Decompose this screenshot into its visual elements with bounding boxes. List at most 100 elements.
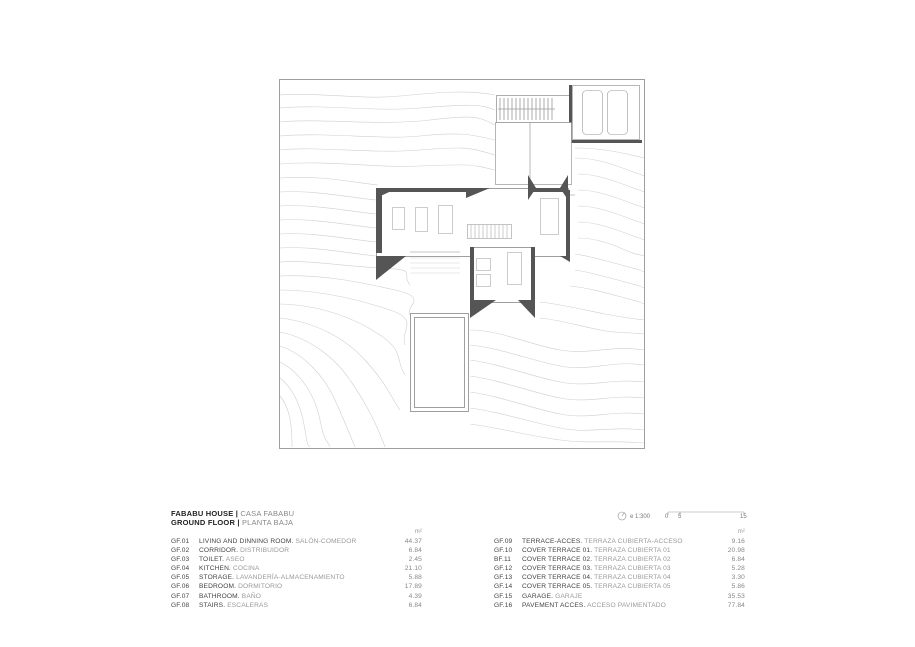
room-name-es: TERRAZA CUBIERTA 04 bbox=[594, 574, 671, 582]
room-name-en: COVER TERRACE 03. bbox=[522, 565, 593, 573]
floor-title-en: GROUND FLOOR bbox=[171, 518, 236, 527]
entrance-stairs bbox=[496, 95, 571, 123]
room-code: GF.14 bbox=[494, 583, 513, 591]
room-code: GF.08 bbox=[171, 601, 190, 609]
room-name: COVER TERRACE 02. TERRAZA CUBIERTA 02 bbox=[522, 555, 671, 564]
room-code: GF.04 bbox=[171, 565, 190, 573]
room-area: 2.45 bbox=[408, 556, 422, 564]
room-code: GF.12 bbox=[494, 565, 513, 573]
room-name-es: DISTRIBUIDOR bbox=[240, 547, 290, 555]
floor-title-es: PLANTA BAJA bbox=[241, 518, 294, 527]
room-name-en: GARAGE. bbox=[522, 592, 554, 600]
room-name-es: TERRAZA CUBIERTA-ACCESO bbox=[584, 538, 683, 545]
room-name-es: TERRAZA CUBIERTA 02 bbox=[594, 556, 671, 564]
room-area: 21.10 bbox=[404, 565, 422, 573]
room-name-en: TERRACE-ACCES. bbox=[522, 538, 583, 545]
room-name: COVER TERRACE 04. TERRAZA CUBIERTA 04 bbox=[522, 573, 671, 582]
scale-bar: e 1:300 0 5 15 bbox=[616, 508, 751, 526]
room-name-en: PAVEMENT ACCES. bbox=[522, 601, 586, 609]
room-area: 20.98 bbox=[727, 547, 745, 555]
room-area: 6.84 bbox=[731, 556, 745, 564]
room-code: GF.15 bbox=[494, 592, 513, 600]
house-title-es: CASA FABABU bbox=[240, 509, 295, 518]
room-name-en: STAIRS. bbox=[199, 601, 226, 609]
room-name-en: STORAGE. bbox=[199, 574, 235, 582]
room-name-es: SALÓN-COMEDOR bbox=[295, 538, 357, 545]
room-code: GF.01 bbox=[171, 538, 190, 545]
room-row: GF.06 BEDROOM. DORMITORIO 17.89 bbox=[171, 582, 422, 591]
room-name-es: TERRAZA CUBIERTA 03 bbox=[594, 565, 671, 573]
area-unit-left: m² bbox=[414, 529, 422, 535]
scale-graphic bbox=[617, 511, 745, 521]
room-row: GF.01 LIVING AND DINNING ROOM. SALÓN-COME… bbox=[171, 537, 422, 546]
room-name-es: TERRAZA CUBIERTA 01 bbox=[594, 547, 671, 555]
scale-tick-5: 5 bbox=[678, 514, 682, 520]
room-area: 5.28 bbox=[731, 565, 745, 573]
room-name-en: BATHROOM. bbox=[199, 592, 240, 600]
room-name-en: LIVING AND DINNING ROOM. bbox=[199, 538, 294, 545]
room-table-left: m² GF.01 LIVING AND DINNING ROOM. SALÓN-C… bbox=[171, 529, 422, 610]
room-code: GF.10 bbox=[494, 547, 513, 555]
room-code: GF.16 bbox=[494, 601, 513, 609]
house-body bbox=[376, 175, 575, 318]
room-area: 9.16 bbox=[731, 538, 745, 545]
room-code: GF.07 bbox=[171, 592, 190, 600]
room-area: 35.53 bbox=[727, 592, 745, 600]
room-name: STAIRS. ESCALERAS bbox=[199, 601, 268, 610]
room-name: PAVEMENT ACCES. ACCESO PAVIMENTADO bbox=[522, 601, 666, 610]
room-row: GF.05 STORAGE. LAVANDERÍA-ALMACENAMIENTO 5… bbox=[171, 573, 422, 582]
room-area: 3.30 bbox=[731, 574, 745, 582]
floor-title-separator: | bbox=[237, 518, 240, 527]
room-row: GF.13 COVER TERRACE 04. TERRAZA CUBIERTA … bbox=[494, 573, 745, 582]
scale-tick-0: 0 bbox=[665, 514, 669, 520]
room-code: GF.02 bbox=[171, 547, 190, 555]
room-name: BATHROOM. BAÑO bbox=[199, 592, 261, 601]
room-name: BEDROOM. DORMITORIO bbox=[199, 582, 282, 591]
room-name-es: GARAJE bbox=[555, 592, 583, 600]
access-corridor bbox=[495, 122, 572, 185]
room-row: GF.15 GARAGE. GARAJE 35.53 bbox=[494, 592, 745, 601]
room-area: 6.84 bbox=[408, 601, 422, 609]
room-row: GF.10 COVER TERRACE 01. TERRAZA CUBIERTA … bbox=[494, 546, 745, 555]
room-code: GF.13 bbox=[494, 574, 513, 582]
room-name: GARAGE. GARAJE bbox=[522, 592, 582, 601]
north-arrow-icon bbox=[617, 511, 627, 521]
room-area: 5.88 bbox=[408, 574, 422, 582]
room-area: 17.89 bbox=[404, 583, 422, 591]
room-code: GF.05 bbox=[171, 574, 190, 582]
room-name-es: ACCESO PAVIMENTADO bbox=[587, 601, 666, 609]
room-area: 44.37 bbox=[404, 538, 422, 545]
room-name-es: COCINA bbox=[232, 565, 260, 573]
title-separator: | bbox=[235, 509, 239, 518]
room-name: COVER TERRACE 03. TERRAZA CUBIERTA 03 bbox=[522, 564, 671, 573]
room-name-en: CORRIDOR. bbox=[199, 547, 239, 555]
room-name: STORAGE. LAVANDERÍA-ALMACENAMIENTO bbox=[199, 573, 345, 582]
room-row: BF.11 COVER TERRACE 02. TERRAZA CUBIERTA … bbox=[494, 555, 745, 564]
room-code: GF.06 bbox=[171, 583, 190, 591]
room-code: GF.09 bbox=[494, 538, 513, 545]
room-name-es: TERRAZA CUBIERTA 05 bbox=[594, 583, 671, 591]
room-name: COVER TERRACE 01. TERRAZA CUBIERTA 01 bbox=[522, 546, 671, 555]
room-name-es: DORMITORIO bbox=[238, 583, 283, 591]
site-boundary bbox=[279, 79, 645, 449]
room-name-en: KITCHEN. bbox=[199, 565, 231, 573]
room-code: BF.11 bbox=[494, 556, 512, 564]
contour-lines bbox=[279, 91, 645, 448]
swimming-pool bbox=[410, 313, 469, 412]
room-name: TERRACE-ACCES. TERRAZA CUBIERTA-ACCESO bbox=[522, 537, 683, 546]
room-code: GF.03 bbox=[171, 556, 190, 564]
room-name-es: LAVANDERÍA-ALMACENAMIENTO bbox=[236, 574, 345, 582]
scale-label: e 1:300 bbox=[630, 514, 651, 520]
room-name-en: BEDROOM. bbox=[199, 583, 237, 591]
scale-tick-15: 15 bbox=[740, 514, 747, 520]
garage bbox=[569, 85, 642, 143]
room-name-es: BAÑO bbox=[241, 592, 262, 600]
room-name: KITCHEN. COCINA bbox=[199, 564, 260, 573]
room-name-es: ESCALERAS bbox=[227, 601, 269, 609]
room-name-en: TOILET. bbox=[199, 556, 225, 564]
